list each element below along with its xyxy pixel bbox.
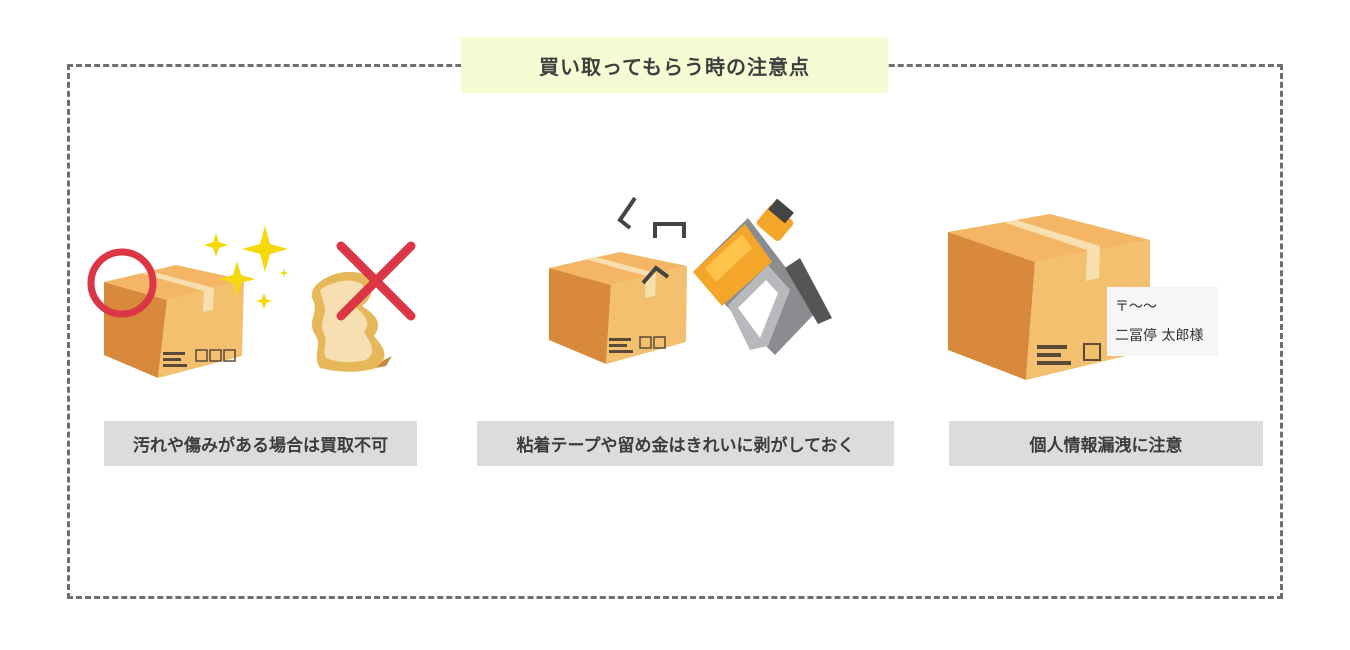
caption-damaged: 汚れや傷みがある場合は買取不可: [104, 421, 417, 466]
ng-cross-icon: [336, 241, 416, 321]
caption-privacy: 個人情報漏洩に注意: [949, 421, 1263, 466]
staple-icon: [617, 196, 686, 285]
caption-text: 汚れや傷みがある場合は買取不可: [133, 436, 388, 456]
postal-code-text: 〒〜〜: [1115, 299, 1157, 315]
caption-text: 個人情報漏洩に注意: [1029, 436, 1183, 456]
taped-box-illustration: [549, 252, 687, 364]
page-title: 買い取ってもらう時の注意点: [539, 54, 810, 79]
sparkle-icon: [204, 226, 289, 309]
clean-box-illustration: [104, 265, 244, 378]
stapler-icon: [693, 198, 832, 355]
address-label: 〒〜〜 二冨停 太郎様: [1107, 287, 1218, 356]
caption-remove-tape: 粘着テープや留め金はきれいに剥がしておく: [477, 421, 894, 466]
recipient-name-text: 二冨停 太郎様: [1115, 328, 1204, 344]
ok-circle-icon: [87, 248, 157, 318]
page-title-box: 買い取ってもらう時の注意点: [461, 37, 888, 93]
box1-tape: [140, 271, 214, 291]
caption-text: 粘着テープや留め金はきれいに剥がしておく: [516, 436, 855, 456]
box1-left: [104, 282, 167, 378]
box1-tape-front: [203, 288, 214, 312]
